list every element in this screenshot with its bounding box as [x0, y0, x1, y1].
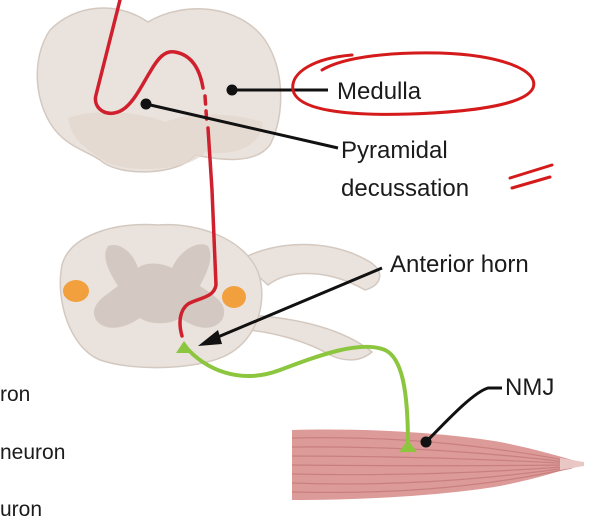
pyramidal-label-line1: Pyramidal [341, 137, 448, 164]
decussation-tick-annotation-1 [510, 165, 552, 178]
medulla-pointer-dot [227, 85, 238, 96]
legend-partial-line2: neuron [0, 441, 65, 464]
right-lateral-nucleus [222, 286, 246, 308]
nmj-pointer-dot [421, 437, 432, 448]
legend-partial-line1: ron [0, 383, 30, 406]
nmj-label: NMJ [505, 374, 554, 401]
legend-partial-line3: uron [0, 498, 42, 519]
left-lateral-nucleus [63, 280, 89, 302]
anterior-horn-label: Anterior horn [390, 251, 529, 278]
hand-annotations [293, 53, 552, 188]
medulla-label: Medulla [337, 78, 422, 105]
pyramidal-label-line2: decussation [341, 175, 469, 202]
muscle [292, 430, 584, 501]
decussation-pointer-dot [141, 99, 152, 110]
decussation-tick-annotation-2 [512, 177, 550, 188]
spinal-cord-section [60, 225, 379, 368]
nmj-pointer [428, 388, 502, 440]
